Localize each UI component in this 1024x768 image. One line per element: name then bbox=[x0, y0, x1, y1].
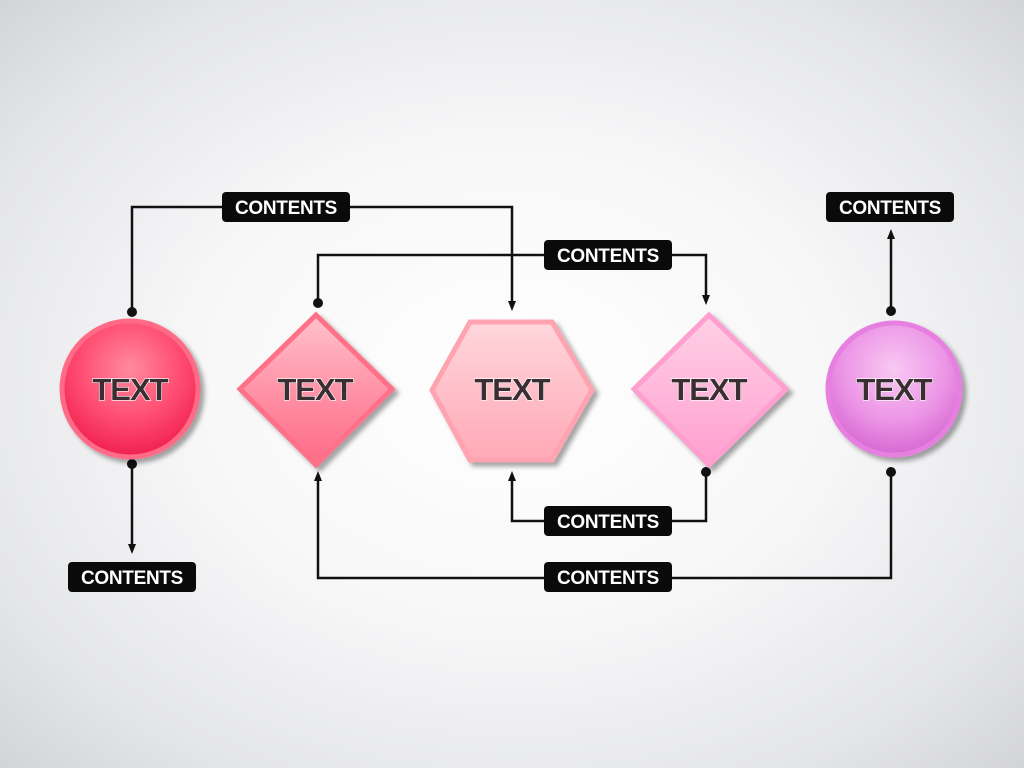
label-text: CONTENTS bbox=[81, 568, 183, 589]
node-label: TEXT bbox=[856, 372, 932, 407]
node-hexagon-center: TEXT bbox=[429, 319, 595, 463]
node-label: TEXT bbox=[474, 372, 550, 407]
label-bottom-long: CONTENTS bbox=[544, 562, 672, 592]
connector-dot bbox=[886, 467, 896, 477]
node-label: TEXT bbox=[671, 372, 747, 407]
node-label: TEXT bbox=[92, 372, 168, 407]
connector-dot bbox=[313, 298, 323, 308]
label-text: CONTENTS bbox=[557, 512, 659, 533]
label-top-right: CONTENTS bbox=[826, 192, 954, 222]
node-diamond-left: TEXT bbox=[236, 311, 396, 469]
connector-dot bbox=[886, 306, 896, 316]
label-top-mid: CONTENTS bbox=[544, 240, 672, 270]
label-bottom-left: CONTENTS bbox=[68, 562, 196, 592]
connector-dot bbox=[701, 467, 711, 477]
label-top-long: CONTENTS bbox=[222, 192, 350, 222]
label-text: CONTENTS bbox=[557, 568, 659, 589]
connector-circle-left-to-hexagon bbox=[130, 205, 516, 312]
node-label: TEXT bbox=[277, 372, 353, 407]
label-text: CONTENTS bbox=[235, 198, 337, 219]
connector-dot bbox=[127, 459, 137, 469]
node-circle-left: TEXT bbox=[59, 318, 201, 460]
label-text: CONTENTS bbox=[839, 198, 941, 219]
node-circle-right: TEXT bbox=[825, 320, 963, 458]
node-diamond-right: TEXT bbox=[630, 311, 790, 469]
label-bottom-mid: CONTENTS bbox=[544, 506, 672, 536]
connector-diamond-left-to-diamond-right bbox=[316, 253, 710, 305]
label-text: CONTENTS bbox=[557, 246, 659, 267]
connector-dot bbox=[127, 307, 137, 317]
